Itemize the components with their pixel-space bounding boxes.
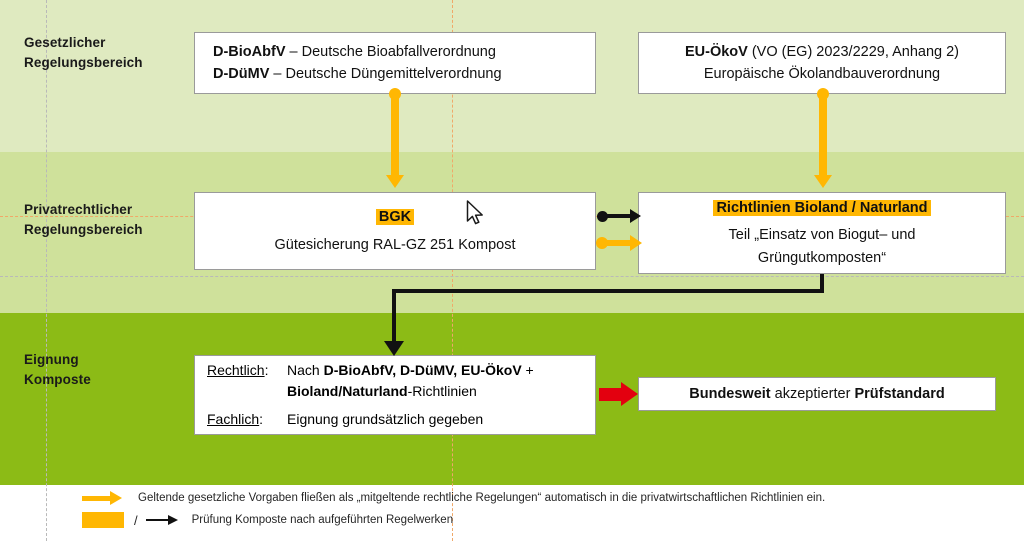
eu-regulation-line-2: Europäische Ökolandbauverordnung <box>703 66 941 82</box>
eignung-value-rechtlich: Nach D-BioAbfV, D-DüMV, EU-ÖkoV + Biolan… <box>287 360 595 402</box>
orange-connector-shaft-bgk <box>603 240 633 246</box>
black-connector-shaft-bgk <box>603 214 633 218</box>
label-d-duemv-desc: – Deutsche Düngemittelverordnung <box>269 66 502 82</box>
pruefstandard-word-pruefstandard: Prüfstandard <box>854 385 945 402</box>
eu-regulation-line-1: EU-ÖkoV (VO (EG) 2023/2229, Anhang 2) <box>639 41 1005 63</box>
eignung-rechtlich-continuation: Bioland/Naturland-Richtlinien <box>287 383 477 399</box>
bioland-title-wrapper: Richtlinien Bioland / Naturland <box>639 197 1005 219</box>
legend-orange-arrow-icon <box>82 491 124 505</box>
eignung-rechtlich-laws: D-BioAbfV, D-DüMV, EU-ÖkoV <box>323 362 522 378</box>
black-connector-vertical-to-eignung <box>392 289 396 345</box>
black-connector-dot-bgk <box>597 211 608 222</box>
red-arrow-shaft <box>599 388 623 401</box>
orange-connector-arrowhead-eu <box>814 175 832 188</box>
label-d-bioabfv-desc: – Deutsche Bioabfallverordnung <box>285 43 496 60</box>
band-legend <box>0 485 1024 541</box>
guide-line-horizontal-lower <box>0 276 1024 277</box>
band-label-private: Privatrechtlicher Regelungsbereich <box>24 202 143 237</box>
legend-orange-swatch-icon <box>82 512 124 528</box>
bioland-line-1: Teil „Einsatz von Biogut– und <box>728 227 916 244</box>
german-regulation-line-2: D-DüMV – Deutsche Düngemittelverordnung <box>213 63 595 85</box>
label-eu-oekov: EU-ÖkoV <box>684 43 748 60</box>
german-regulation-line-1: D-BioAbfV – Deutsche Bioabfallverordnung <box>213 41 595 63</box>
pruefstandard-word-akzeptierter: akzeptierter <box>770 385 855 402</box>
guide-line-vertical-center <box>452 0 453 541</box>
label-eu-oekov-ref: (VO (EG) 2023/2229, Anhang 2) <box>747 43 960 60</box>
legend-row-orange: Geltende gesetzliche Vorgaben fließen al… <box>82 491 825 505</box>
bioland-title: Richtlinien Bioland / Naturland <box>713 199 931 216</box>
band-label-suitability: Eignung Komposte <box>24 352 91 387</box>
orange-connector-arrowhead-de <box>386 175 404 188</box>
label-d-duemv: D-DüMV <box>213 66 270 82</box>
orange-connector-shaft-eu <box>819 93 827 176</box>
black-connector-horizontal-to-eignung <box>392 289 824 293</box>
box-german-regulations[interactable]: D-BioAbfV – Deutsche Bioabfallverordnung… <box>194 32 596 94</box>
black-connector-arrowhead-bgk <box>630 209 641 223</box>
red-arrow-to-pruefstandard <box>599 382 639 406</box>
bgk-title: BGK <box>375 208 415 225</box>
eignung-key-rechtlich: Rechtlich: <box>207 362 269 378</box>
eignung-row-rechtlich: Rechtlich: Nach D-BioAbfV, D-DüMV, EU-Ök… <box>195 360 595 402</box>
black-connector-arrowhead-eignung <box>384 341 404 356</box>
band-label-legal: Gesetzlicher Regelungsbereich <box>24 35 143 70</box>
eignung-row-fachlich: Fachlich: Eignung grundsätzlich gegeben <box>195 409 595 430</box>
bioland-line-2: Grüngutkomposten“ <box>757 249 887 266</box>
pruefstandard-text: Bundesweit akzeptierter Prüfstandard <box>639 383 995 405</box>
legend-text-orange: Geltende gesetzliche Vorgaben fließen al… <box>138 492 826 504</box>
legend-black-arrow-icon <box>145 514 180 526</box>
red-arrow-head <box>621 382 638 406</box>
legend-text-check: Prüfung Komposte nach aufgeführten Regel… <box>191 514 454 526</box>
box-bgk[interactable]: BGK Gütesicherung RAL-GZ 251 Kompost <box>194 192 596 270</box>
legend-row-check: / Prüfung Komposte nach aufgeführten Reg… <box>82 512 453 528</box>
black-connector-vertical-from-bioland <box>820 274 824 292</box>
legend-separator-slash: / <box>134 512 138 528</box>
box-eu-regulation[interactable]: EU-ÖkoV (VO (EG) 2023/2229, Anhang 2) Eu… <box>638 32 1006 94</box>
eignung-rechtlich-post: + <box>521 362 534 378</box>
box-pruefstandard[interactable]: Bundesweit akzeptierter Prüfstandard <box>638 377 996 411</box>
box-bioland-naturland[interactable]: Richtlinien Bioland / Naturland Teil „Ei… <box>638 192 1006 274</box>
box-eignung-komposte[interactable]: Rechtlich: Nach D-BioAbfV, D-DüMV, EU-Ök… <box>194 355 596 435</box>
orange-connector-arrowhead-bgk <box>630 235 642 251</box>
eignung-rechtlich-pre: Nach <box>287 362 324 378</box>
mouse-cursor-icon <box>466 200 486 232</box>
pruefstandard-word-bundesweit: Bundesweit <box>689 385 771 402</box>
bgk-subtitle: Gütesicherung RAL-GZ 251 Kompost <box>274 237 516 253</box>
guide-line-vertical-left <box>46 0 47 541</box>
label-d-bioabfv: D-BioAbfV <box>213 43 286 60</box>
orange-connector-shaft-de <box>391 93 399 176</box>
bgk-title-wrapper: BGK <box>195 206 595 228</box>
eignung-key-fachlich: Fachlich: <box>207 411 264 427</box>
eignung-value-fachlich: Eignung grundsätzlich gegeben <box>287 411 484 427</box>
